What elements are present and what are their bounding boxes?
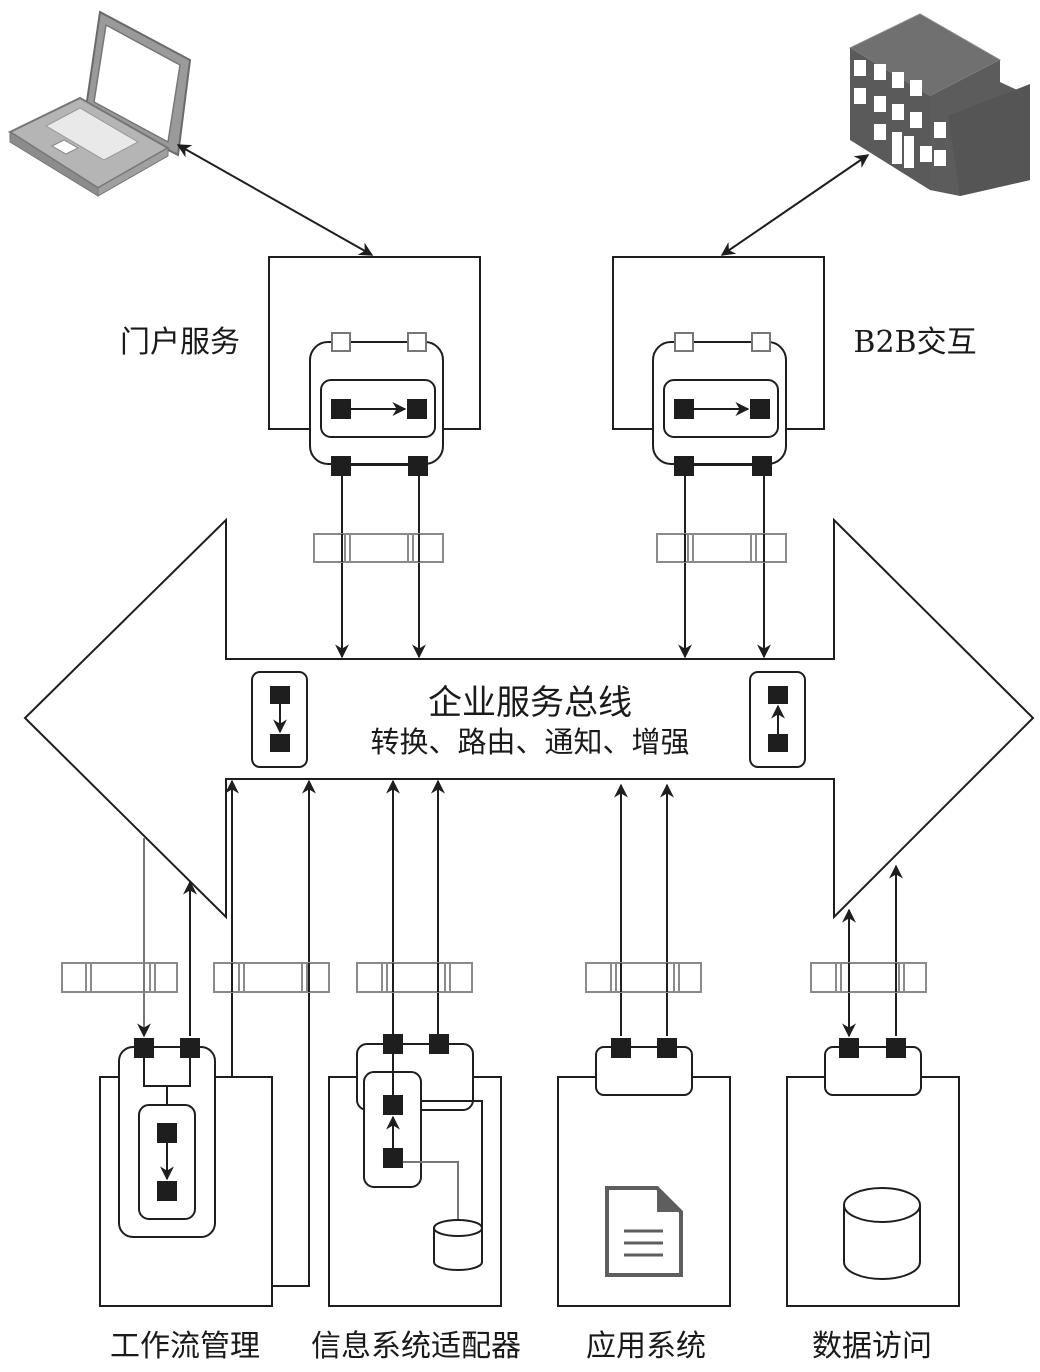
adapter-node[interactable] (328, 1034, 502, 1307)
bus-subtitle: 转换、路由、通知、增强 (370, 725, 689, 759)
channel-pipe (356, 962, 473, 993)
data-label: 数据访问 (812, 1329, 932, 1364)
b2b-service-node[interactable] (612, 256, 825, 476)
channel-pipe (313, 533, 444, 563)
b2b-to-bus-links (678, 476, 771, 659)
portal-service-label: 门户服务 (120, 325, 240, 360)
data-node[interactable] (786, 1038, 960, 1307)
adapter-label: 信息系统适配器 (311, 1329, 521, 1364)
portal-to-bus-links (335, 476, 426, 659)
channel-pipe (585, 962, 702, 993)
flow-up-icon (749, 671, 806, 768)
channel-pipe (61, 962, 178, 993)
workflow-label: 工作流管理 (110, 1329, 260, 1364)
flow-down-icon (251, 671, 308, 768)
bus-title: 企业服务总线 (428, 683, 632, 723)
building-icon (848, 13, 1030, 196)
workflow-node[interactable] (99, 1038, 273, 1307)
app-bus-links (614, 783, 674, 1036)
laptop-icon (7, 10, 192, 197)
adapter-bus-links (386, 779, 445, 1036)
channel-pipe (810, 962, 927, 993)
app-node[interactable] (557, 1038, 731, 1307)
b2b-client-link (720, 154, 870, 256)
database-icon (433, 1219, 483, 1271)
database-icon (843, 1187, 921, 1280)
document-icon (605, 1186, 683, 1277)
portal-service-node[interactable] (268, 256, 481, 476)
channel-pipe (656, 533, 787, 563)
service-bus-shape (23, 517, 1035, 920)
app-label: 应用系统 (586, 1329, 706, 1364)
portal-client-link (176, 144, 374, 256)
b2b-service-label: B2B交互 (853, 325, 976, 360)
workflow-bus-links (137, 779, 316, 1287)
